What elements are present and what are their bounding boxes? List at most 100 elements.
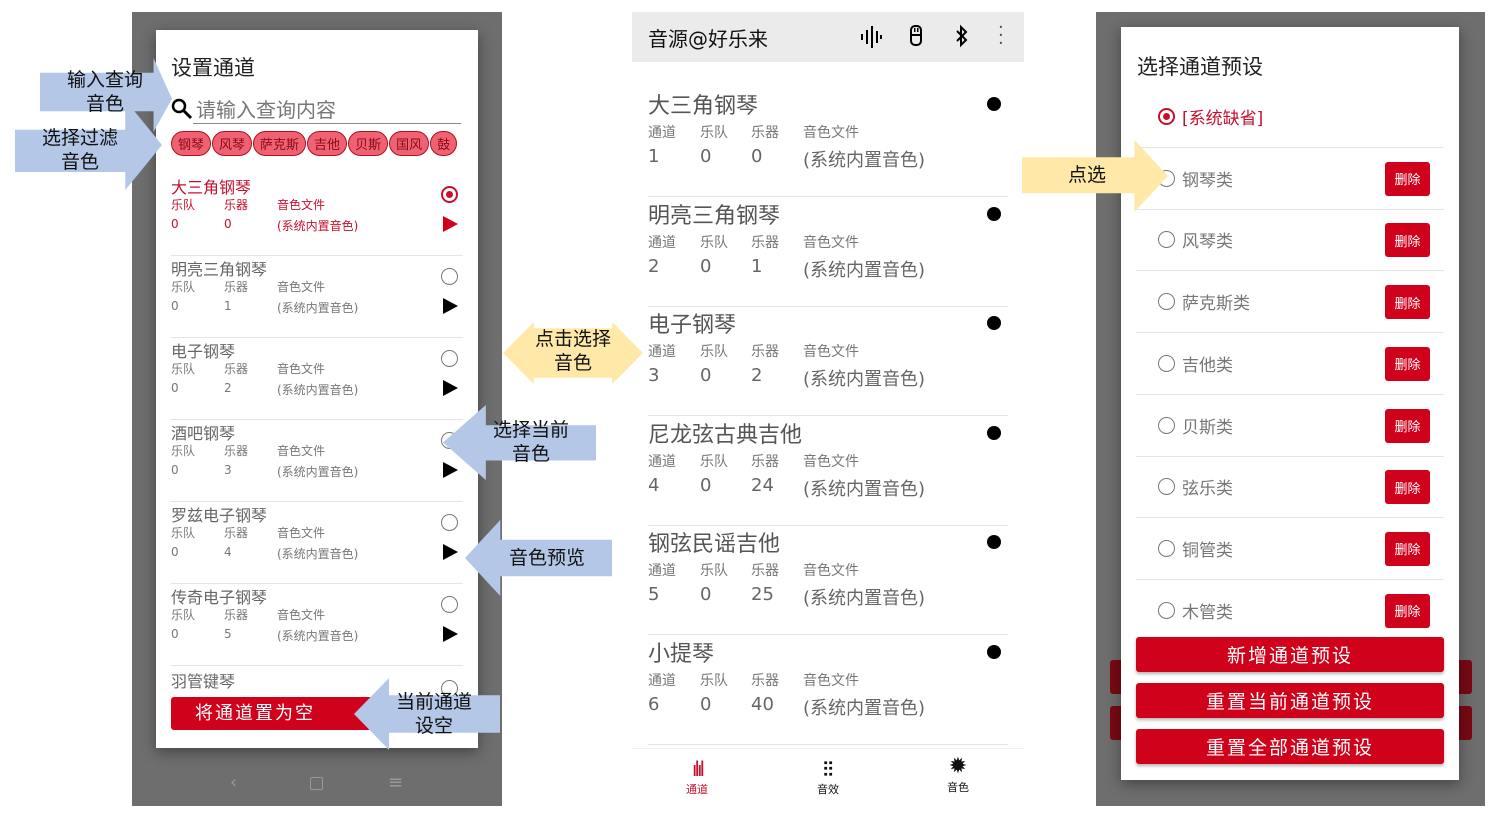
nav-label: 音色: [947, 781, 969, 794]
radio-icon[interactable]: [1158, 231, 1175, 249]
column-value: (系统内置音色): [277, 547, 359, 561]
radio-icon[interactable]: [441, 186, 458, 203]
column-label: 通道: [648, 125, 676, 141]
radio-icon[interactable]: [1158, 601, 1175, 619]
add-preset-button[interactable]: 新增通道预设: [1136, 637, 1444, 672]
preset-name: 钢琴类: [1182, 170, 1233, 191]
column-value: 2: [751, 365, 763, 386]
preset-name: [系统缺省]: [1182, 109, 1264, 129]
item-name: 传奇电子钢琴: [171, 588, 268, 607]
column-value: 2: [224, 381, 232, 395]
delete-button[interactable]: 删除: [1385, 223, 1430, 258]
filter-chip[interactable]: 钢琴: [171, 131, 212, 156]
column-value: (系统内置音色): [277, 383, 359, 397]
search-input[interactable]: 请输入查询内容: [171, 92, 461, 124]
play-icon[interactable]: [443, 380, 458, 396]
radio-icon[interactable]: [1158, 354, 1175, 372]
menu-icon[interactable]: ≡: [388, 772, 404, 793]
filter-chip[interactable]: 吉他: [307, 131, 348, 156]
column-label: 音色文件: [803, 453, 859, 470]
play-icon[interactable]: [443, 626, 458, 642]
preset-item[interactable]: 铜管类删除: [1136, 518, 1444, 580]
play-icon[interactable]: [443, 298, 458, 314]
filter-chip[interactable]: 贝斯: [348, 131, 389, 156]
preset-item[interactable]: 贝斯类 删除: [1136, 395, 1444, 457]
nav-effects[interactable]: ⫶⫶ 音效: [788, 749, 868, 797]
radio-icon[interactable]: [1158, 478, 1175, 496]
delete-button[interactable]: 删除: [1385, 531, 1430, 566]
radio-icon[interactable]: [1158, 293, 1175, 311]
preset-item[interactable]: 弦乐类删除: [1136, 456, 1444, 519]
preset-item[interactable]: 风琴类删除: [1136, 209, 1444, 272]
column-value: 0: [700, 146, 712, 167]
radio-icon[interactable]: [441, 514, 458, 531]
button-label: 新增通道预设: [1226, 645, 1353, 667]
filter-chip[interactable]: 萨克斯: [253, 131, 307, 156]
column-label: 乐队: [171, 444, 196, 458]
waveform-icon[interactable]: [859, 26, 883, 48]
more-icon[interactable]: ···: [998, 17, 1004, 54]
column-label: 音色文件: [277, 362, 326, 376]
delete-button[interactable]: 删除: [1385, 285, 1430, 320]
radio-icon[interactable]: [1158, 539, 1175, 557]
radio-icon[interactable]: [441, 268, 458, 285]
preset-item[interactable]: 萨克斯类删除: [1136, 271, 1444, 334]
reset-all-presets-button[interactable]: 重置全部通道预设: [1136, 729, 1444, 764]
filter-chip[interactable]: 国风: [389, 131, 430, 156]
usb-icon[interactable]: [909, 25, 923, 47]
back-icon[interactable]: ‹: [230, 772, 238, 793]
delete-button[interactable]: 删除: [1385, 161, 1430, 196]
column-label: 乐队: [171, 280, 196, 294]
column-label: 通道: [648, 453, 676, 470]
column-value: 4: [224, 545, 232, 559]
bluetooth-icon[interactable]: [954, 24, 970, 48]
radio-icon[interactable]: [441, 350, 458, 367]
dialog-title: 设置通道: [171, 56, 255, 80]
radio-icon[interactable]: [1158, 108, 1175, 125]
waveform-icon: ılıl: [691, 757, 705, 781]
preset-item[interactable]: 吉他类删除: [1136, 333, 1444, 395]
play-icon[interactable]: [443, 462, 458, 478]
delete-button[interactable]: 删除: [1385, 470, 1430, 505]
nav-tone[interactable]: ✹ 音色: [918, 749, 998, 795]
nav-channel[interactable]: ılıl 通道: [657, 749, 737, 797]
home-icon[interactable]: [310, 777, 323, 790]
preset-item[interactable]: 木管类删除: [1136, 580, 1444, 642]
delete-button[interactable]: 删除: [1385, 593, 1430, 628]
filter-chip[interactable]: 鼓: [430, 131, 458, 156]
item-name: 罗兹电子钢琴: [171, 506, 268, 525]
play-icon[interactable]: [443, 544, 458, 560]
item-name: 尼龙弦古典吉他: [648, 422, 803, 448]
preset-item[interactable]: 钢琴类 删除: [1136, 148, 1444, 210]
column-label: 音色文件: [803, 125, 859, 141]
radio-icon[interactable]: [1158, 416, 1175, 434]
delete-button[interactable]: 删除: [1385, 408, 1430, 443]
column-value: 5: [648, 584, 660, 605]
item-name: 大三角钢琴: [171, 178, 252, 197]
radio-icon[interactable]: [441, 596, 458, 613]
column-value: 0: [224, 217, 232, 231]
column-value: 0: [751, 146, 763, 167]
delete-button[interactable]: 删除: [1385, 346, 1430, 381]
preset-item[interactable]: [系统缺省]: [1136, 86, 1444, 148]
column-value: 0: [171, 627, 179, 641]
column-label: 乐队: [171, 608, 196, 622]
annotation-preview: 音色预览: [465, 520, 612, 596]
play-icon[interactable]: [443, 216, 458, 232]
preset-name: 贝斯类: [1182, 417, 1233, 438]
reset-current-preset-button[interactable]: 重置当前通道预设: [1136, 683, 1444, 718]
filter-chip[interactable]: 风琴: [212, 131, 253, 156]
